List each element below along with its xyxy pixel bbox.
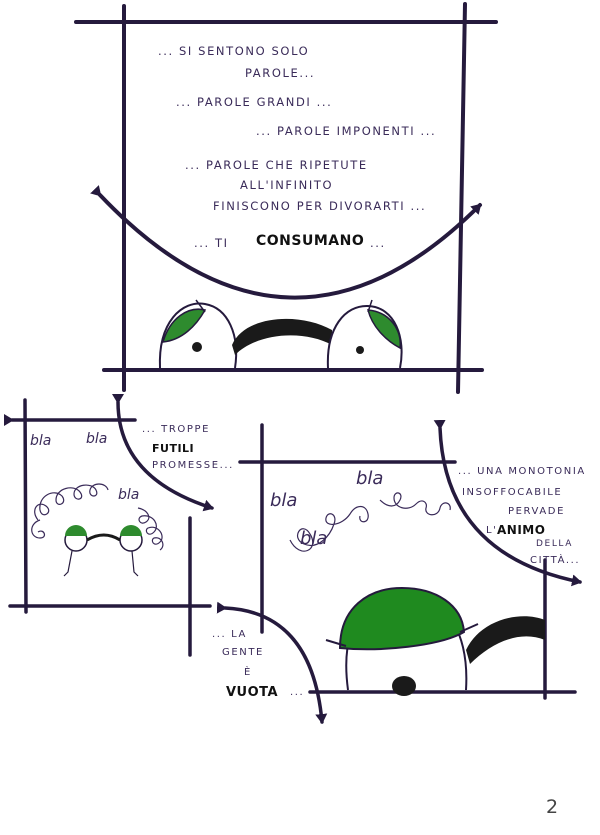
panel-2-left-border [23,398,28,614]
panel-1-line-2: PAROLE... [245,66,316,80]
panel-1-character [158,299,403,369]
panel-2-bla-2: bla [86,431,108,447]
panel-3-bla-3: bla [300,528,328,549]
panel-1-brow [232,318,332,355]
panel-1-left-eyelid [161,308,207,343]
panel-3 [238,419,582,700]
panel-1-right-pupil [356,346,364,354]
panel-2-character [63,525,143,577]
panel-1-emphasis: CONSUMANO [256,233,365,249]
panel-4-curved-arrow [216,601,328,724]
panel-2-left-leg [63,550,73,577]
panel-1-right-eyelid [367,309,401,350]
panel-3-line-1: ... UNA MONOTONIA [458,466,586,477]
panel-2-right-leg [131,550,139,577]
panel-2-line-1: ... TROPPE [142,424,211,435]
panel-1 [74,2,498,394]
panel-1-right-border [456,2,467,394]
panel-1-line-3: ... PAROLE GRANDI ... [176,95,333,109]
panel-1-lash-right [367,299,373,313]
panel-1-line-10: ... [370,236,386,250]
panel-2-cloud-top [34,483,109,521]
panel-1-line-4: ... PAROLE IMPONENTI ... [256,124,437,138]
panel-2-left-eyelid [65,525,87,536]
panel-1-smile-arrow [90,185,482,300]
panel-3-brow [466,616,545,664]
panel-2-bla-3: bla [118,487,140,503]
panel-3-loop-left [289,505,369,552]
panel-2 [4,393,214,657]
panel-4-line-5: ... [290,687,305,698]
panel-3-scribble [289,492,451,552]
panel-1-left-pupil [192,342,202,352]
panel-4-emphasis: VUOTA [226,685,279,700]
panel-4-line-1: ... LA [212,629,247,640]
panel-2-line-3: PROMESSE... [152,460,234,471]
panel-4 [216,601,328,724]
panel-3-bla-1: bla [270,490,298,511]
panel-1-line-7: FINISCONO PER DIVORARTI ... [213,199,427,213]
panel-2-bla-1: bla [30,433,52,449]
panel-2-brow [86,533,121,542]
panel-1-line-5: ... PAROLE CHE RIPETUTE [185,158,368,172]
panel-3-line-2: INSOFFOCABILE [462,487,563,498]
panel-3-line-3: PERVADE [508,506,566,517]
panel-4-line-3: È [244,667,252,678]
panel-3-loop-right [379,492,451,516]
panel-4-line-2: GENTE [222,647,264,658]
panel-3-pupil [392,676,416,696]
panel-3-line-7: CITTÀ... [530,555,581,566]
panel-2-emphasis: FUTILI [152,442,195,455]
panel-2-scribble [31,483,164,551]
panel-2-curved-arrow [111,393,214,512]
panel-3-line-6: DELLA [536,539,574,549]
panel-2-cloud-right [137,507,164,551]
panel-3-character [325,586,545,696]
panel-3-eyelid [338,586,466,651]
page-number: 2 [546,796,559,818]
panel-3-curved-arrow [433,419,582,587]
panel-1-line-8: ... TI [194,236,229,250]
panel-1-line-1: ... SI SENTONO SOLO [158,44,310,58]
panel-2-right-eyelid [120,525,142,536]
panel-3-lashes [325,623,479,647]
panel-1-line-6: ALL'INFINITO [240,178,334,192]
panel-1-lash [195,299,206,313]
panel-3-line-4: L' [486,525,498,536]
panel-3-bla-2: bla [356,468,384,489]
panel-3-emphasis: ANIMO [497,523,546,537]
panel-2-cloud-left [31,519,46,539]
